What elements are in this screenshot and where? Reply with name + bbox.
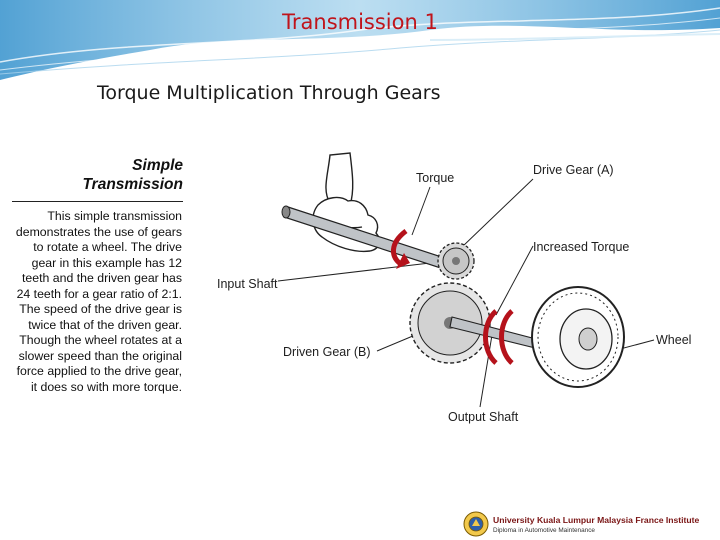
footer-organization: University Kuala Lumpur Malaysia France … <box>493 515 700 525</box>
increased-torque-arrows <box>483 309 514 365</box>
label-output-shaft: Output Shaft <box>448 410 519 424</box>
sidebar-body-text: This simple transmission demonstrates th… <box>15 209 182 394</box>
label-increased-torque: Increased Torque <box>533 240 630 254</box>
footer-department: Diploma in Automotive Maintenance <box>493 527 595 534</box>
slide-subtitle: Torque Multiplication Through Gears <box>97 82 441 104</box>
label-drive-gear-a: Drive Gear (A) <box>533 163 614 177</box>
drive-gear-a <box>437 242 475 280</box>
label-input-shaft: Input Shaft <box>217 277 278 291</box>
torque-arrowhead <box>396 253 410 269</box>
sidebar-heading: Simple Transmission <box>10 156 183 194</box>
slide-title: Transmission 1 <box>282 10 438 34</box>
label-wheel: Wheel <box>656 333 692 347</box>
sidebar-divider <box>12 201 183 202</box>
header-wave-band <box>0 0 720 80</box>
hand-illustration <box>312 152 381 253</box>
sidebar-heading-line2: Transmission <box>82 176 183 193</box>
label-driven-gear-b: Driven Gear (B) <box>283 345 371 359</box>
leader-lines <box>277 178 655 408</box>
driven-gear-b <box>409 282 491 364</box>
university-crest-icon <box>463 511 489 537</box>
wheel <box>531 286 625 388</box>
sidebar-heading-line1: Simple <box>132 157 183 174</box>
label-torque: Torque <box>416 171 455 185</box>
transmission-illustration <box>277 152 655 408</box>
